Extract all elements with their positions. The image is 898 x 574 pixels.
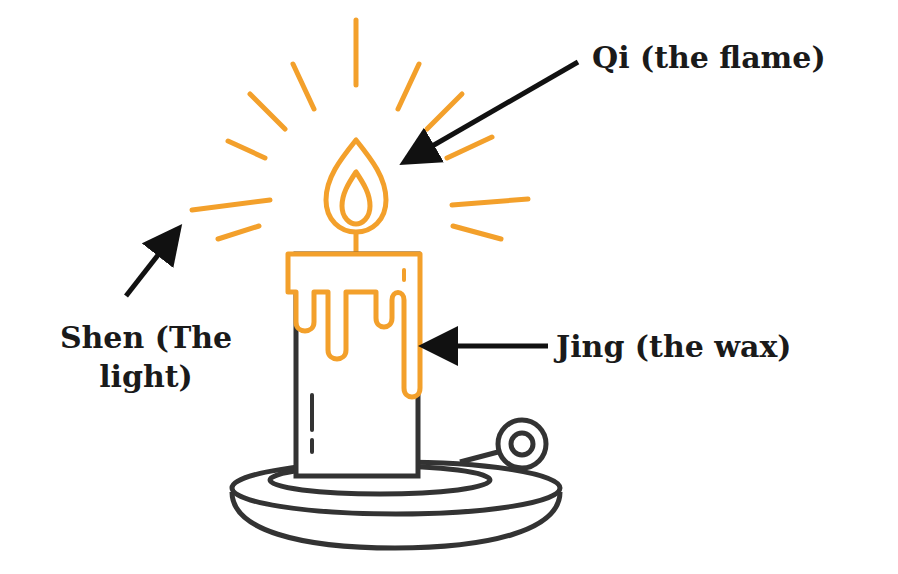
- flame: [326, 140, 386, 252]
- wax-label: Jing (the wax): [556, 327, 792, 366]
- candle-body: [288, 254, 420, 476]
- light-rays: [192, 20, 528, 239]
- flame-label: Qi (the flame): [592, 38, 826, 77]
- light-label: Shen (The light): [51, 318, 241, 396]
- leader-arrows: [126, 62, 578, 346]
